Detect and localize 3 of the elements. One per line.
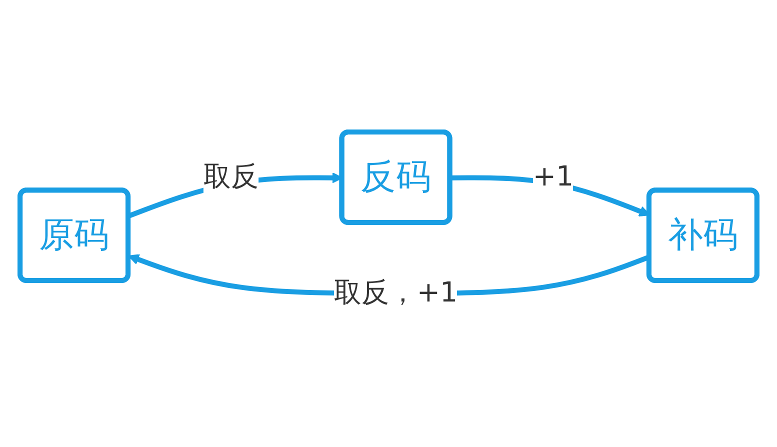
edge-label: 取反，+1 <box>334 278 458 310</box>
edge-label: 取反 <box>203 162 259 194</box>
edge-label: +1 <box>532 162 574 194</box>
